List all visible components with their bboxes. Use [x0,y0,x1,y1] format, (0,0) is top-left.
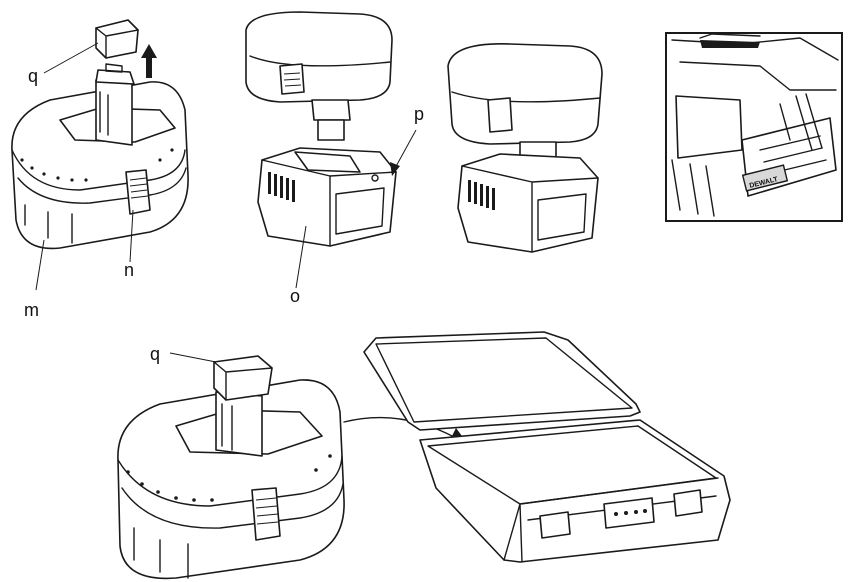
label-q-top: q [28,66,38,86]
release-latch-2 [251,487,281,541]
label-o: o [290,286,300,306]
battery-on-charger [447,43,603,253]
terminal-cap [95,19,139,59]
charger-vents [268,172,295,202]
release-latch [125,169,151,215]
battery-pack-inverted [245,11,393,141]
inset-closeup: DEWALT [665,32,843,222]
battery-pack-cap-on [117,355,345,580]
vent-holes-2 [126,454,332,502]
label-q-bottom: q [150,344,160,364]
battery-pack-cap-removed [11,63,189,250]
label-p: p [414,104,424,124]
vent-holes [20,148,174,182]
charger-vents-2 [468,180,495,210]
storage-kit-box [363,331,731,563]
up-arrow-icon [141,44,157,78]
label-m: m [24,300,39,320]
charger-base [257,147,397,247]
label-n: n [124,260,134,280]
